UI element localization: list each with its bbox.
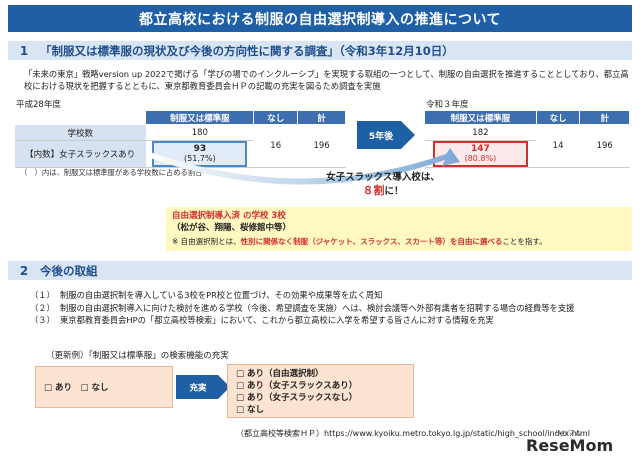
table-header-none: なし [253,110,299,125]
before-options: □ あり □ なし [35,366,173,408]
arrow-label: 5年後 [369,130,394,142]
table-row: 182 14 196 [424,124,630,168]
action-items: （１） 制服の自由選択制を導入している3校をPR校と位置づけ、その効果や成果等を… [30,289,630,327]
table-header-none: なし [535,110,581,125]
after-options: □ あり（自由選択制） □ あり（女子スラックスあり） □ あり（女子スラックス… [227,364,414,418]
value-147: 147 [470,144,490,154]
list-item: （３） 東京都教育委員会HPの「都立高校等検索」において、これから都立高校に入学… [30,314,630,327]
arrow-label: 充実 [189,383,207,394]
stat-tail: に！ [384,186,404,197]
table-note: （ ）内は、制服又は標準服がある学校数に占める割合 [20,168,203,177]
note-red: 性別に関係なく制服（ジャケット、スラックス、スカート等）を自由に選べる [240,237,503,246]
intro-text: 「未来の東京」戦略version up 2022で掲げる「学びの場でのインクルー… [24,69,629,91]
five-years-arrow: 5年後 [357,121,415,149]
survey-table-h28: 制服又は標準服 なし 計 学校数 180 16 196 【内数】女子スラックスあ… [13,110,346,168]
section-number: 1 [19,43,29,58]
item-text: 制服の自由選択制を導入している3校をPR校と位置づけ、その効果や成果等を広く周知 [60,290,383,300]
table-header-uniform: 制服又は標準服 [424,110,537,125]
item-text: 東京都教育委員会HPの「都立高校等検索」において、これから都立高校に入学を希望す… [60,315,494,325]
option-item: □ あり（女子スラックスなし） [236,393,358,403]
table-header-uniform: 制服又は標準服 [145,110,255,125]
slacks-stat: 女子スラックス導入校は、 ８割に！ [312,171,454,198]
note-suffix: ことを指す。 [502,237,547,246]
value-pct: (51.7%) [184,154,216,163]
list-item: （２） 制服の自由選択制導入に向けた検討を進める学校（今後、希望調査を実施）へは… [30,302,630,315]
cell-total: 196 [297,124,346,168]
option-item: □ あり（自由選択制） [236,369,324,379]
item-key: （３） [30,315,55,325]
section-number: 2 [19,263,29,278]
item-text: 制服の自由選択制導入に向けた検討を進める学校（今後、希望調査を実施）へは、検討会… [60,302,575,313]
watermark-sub: リセマム [555,429,581,437]
table-row: 【内数】女子スラックスあり 93 (51.7%) [14,140,346,168]
stat-line1: 女子スラックス導入校は、 [326,172,440,183]
free-choice-schools: （松が谷、翔陽、桜修館中等） [172,223,292,233]
table-row: 学校数 180 16 196 [14,124,346,168]
item-key: （２） [30,302,55,313]
cell-uniform-highlight: 93 (51.7%) [145,140,254,168]
cell-none: 14 [536,124,580,168]
page-title: 都立高校における制服の自由選択制導入の推進について [8,5,632,32]
table-header-total: 計 [579,110,630,125]
stat-highlight: ８割 [362,184,385,197]
search-page-url: （都立高校等検索ＨＰ）https://www.kyoiku.metro.toky… [236,429,590,438]
list-item: （１） 制服の自由選択制を導入している3校をPR校と位置づけ、その効果や成果等を… [30,289,630,302]
table-header-blank [13,110,147,125]
enhance-arrow: 充実 [176,375,230,399]
cell-uniform: 182 [424,124,537,141]
cell-uniform: 180 [145,124,254,141]
option-item: □ なし [236,405,264,415]
section-title: 「制服又は標準服の現状及び今後の方向性に関する調査」（令和3年12月10日） [40,43,454,58]
free-choice-box: 自由選択制導入済 の学校 3校 （松が谷、翔陽、桜修館中等） ※ 自由選択制とは… [166,207,632,251]
note-prefix: ※ 自由選択制とは、 [172,237,241,246]
section-2-heading: 2 今後の取組 [8,261,632,280]
watermark-logo: ReseMom [526,436,614,455]
table-header-total: 計 [297,110,346,125]
section-title: 今後の取組 [40,263,98,278]
cell-total: 196 [579,124,630,168]
value-pct: (80.8%) [464,154,497,163]
free-choice-count: 自由選択制導入済 の学校 3校 [172,211,286,221]
cell-none: 16 [253,124,298,168]
value-93: 93 [193,144,207,154]
year-label-r3: 令和３年度 [426,100,469,110]
curved-arrow [150,148,460,185]
option-item: □ あり（女子スラックスあり） [236,381,358,391]
free-choice-note: ※ 自由選択制とは、性別に関係なく制服（ジャケット、スラックス、スカート等）を自… [172,236,547,247]
row-label: 学校数 [14,124,146,141]
row-label: 【内数】女子スラックスあり [14,140,146,168]
section-1-heading: 1 「制服又は標準服の現状及び今後の方向性に関する調査」（令和3年12月10日） [8,41,632,60]
year-label-h28: 平成28年度 [16,100,61,110]
item-key: （１） [30,290,55,300]
example-title: （更新例）「制服又は標準服」の検索機能の充実 [46,351,229,361]
